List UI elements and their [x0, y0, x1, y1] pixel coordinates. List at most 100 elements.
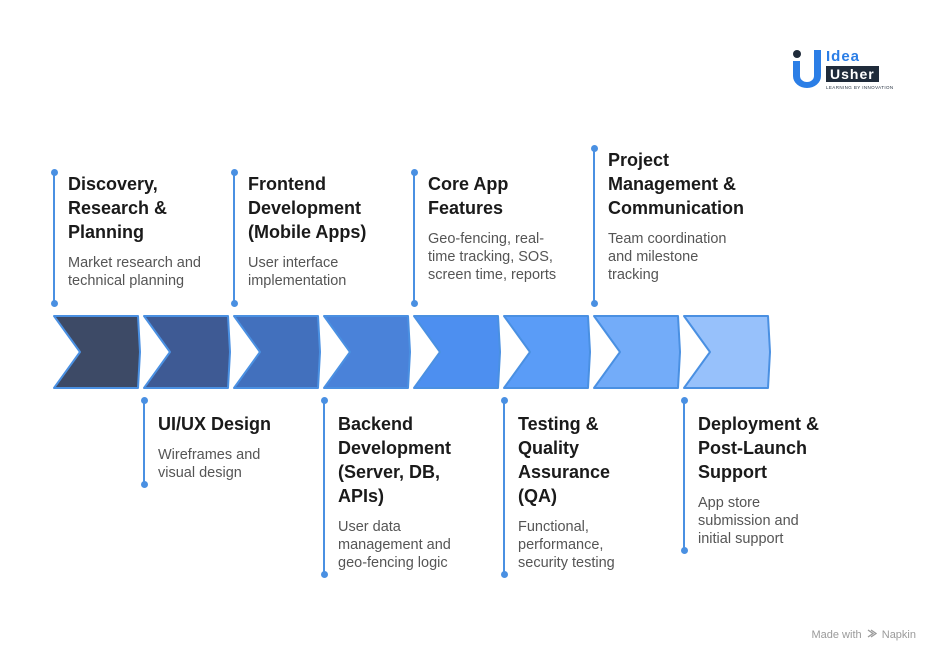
step-dot-top [320, 396, 328, 404]
step-description-line: Wireframes and [158, 447, 261, 463]
company-logo: Idea Usher LEARNING BY INNOVATION [790, 48, 900, 94]
step-title-line: (QA) [518, 486, 557, 506]
step-description: Team coordination and milestone tracking [608, 230, 727, 284]
made-with-text: Made with [811, 629, 862, 641]
chevron-step-8 [683, 315, 771, 389]
step-title-line: Post-Launch [698, 438, 808, 458]
step-dot-top [230, 168, 238, 176]
step-title-line: Development [338, 438, 452, 458]
step-description: App store submission and initial support [698, 494, 799, 548]
step-description-line: Team coordination [608, 231, 727, 247]
step-description-line: performance, [518, 537, 604, 553]
step-title-line: Frontend [248, 174, 326, 194]
step-dot-bottom [140, 480, 148, 488]
step-title-line: Project [608, 150, 670, 170]
step-title-line: Assurance [518, 462, 611, 482]
step-dot-bottom [320, 570, 328, 578]
step-title-line: Quality [518, 438, 580, 458]
step-title-line: Core App [428, 174, 509, 194]
step-title-line: Communication [608, 198, 745, 218]
step-connector-line [593, 148, 595, 303]
step-description-line: time tracking, SOS, [428, 249, 553, 265]
step-description-line: implementation [248, 273, 347, 289]
step-description-line: management and [338, 537, 451, 553]
chevron-step-4 [323, 315, 411, 389]
step-description-line: App store [698, 495, 761, 511]
footer-credit: Made with Napkin [811, 629, 916, 641]
step-description-line: initial support [698, 531, 784, 547]
chevron-step-5 [413, 315, 501, 389]
step-connector-line [323, 400, 325, 574]
step-title-line: Discovery, [68, 174, 158, 194]
step-description-line: Functional, [518, 519, 589, 535]
step-title-line: Research & [68, 198, 168, 218]
logo-word-idea: Idea [826, 48, 861, 65]
step-description-line: Geo-fencing, real- [428, 231, 545, 247]
step-dot-top [50, 168, 58, 176]
step-description-line: submission and [698, 513, 799, 529]
napkin-icon [867, 629, 877, 638]
step-title-line: Features [428, 198, 504, 218]
step-description: Geo-fencing, real-time tracking, SOS, scr… [428, 230, 556, 284]
step-description: Market research and technical planning [68, 254, 201, 290]
step-connector-line [683, 400, 685, 550]
step-dot-top [500, 396, 508, 404]
step-description-line: visual design [158, 465, 242, 481]
step-description: Wireframes and visual design [158, 446, 260, 482]
step-description: User data management and geo-fencing logic [338, 518, 451, 572]
step-dot-bottom [500, 570, 508, 578]
step-connector-line [503, 400, 505, 574]
step-description-line: Market research and [68, 255, 201, 271]
step-dot-top [590, 144, 598, 152]
step-dot-top [680, 396, 688, 404]
step-title: Discovery, Research & Planning [68, 172, 167, 244]
step-dot-bottom [680, 546, 688, 554]
logo-tagline: LEARNING BY INNOVATION [826, 85, 894, 90]
step-connector-line [233, 172, 235, 303]
chevron-step-2 [143, 315, 231, 389]
step-description-line: tracking [608, 267, 659, 283]
step-title-line: Planning [68, 222, 144, 242]
step-title-line: UI/UX Design [158, 414, 272, 434]
chevron-step-3 [233, 315, 321, 389]
napkin-brand: Napkin [881, 629, 916, 641]
step-dot-bottom [410, 299, 418, 307]
step-description-line: screen time, reports [428, 267, 557, 283]
chevron-step-7 [593, 315, 681, 389]
step-connector-line [143, 400, 145, 484]
step-title-line: Management & [608, 174, 737, 194]
step-description-line: geo-fencing logic [338, 555, 448, 571]
step-title-line: (Mobile Apps) [248, 222, 367, 242]
chevron-step-6 [503, 315, 591, 389]
step-description-line: and milestone [608, 249, 699, 265]
step-connector-line [413, 172, 415, 303]
step-title: UI/UX Design [158, 412, 271, 436]
step-title-line: (Server, DB, [338, 462, 441, 482]
step-dot-bottom [590, 299, 598, 307]
step-title-line: Support [698, 462, 767, 482]
logo-word-usher: Usher [826, 66, 879, 82]
step-dot-top [140, 396, 148, 404]
step-title-line: Backend [338, 414, 414, 434]
chevron-step-1 [53, 315, 141, 389]
step-title-line: Testing & [518, 414, 599, 434]
step-description: User interface implementation [248, 254, 346, 290]
step-title-line: Development [248, 198, 362, 218]
step-title-line: Deployment & [698, 414, 820, 434]
step-dot-top [410, 168, 418, 176]
step-connector-line [53, 172, 55, 303]
step-description-line: technical planning [68, 273, 185, 289]
step-description-line: security testing [518, 555, 615, 571]
step-title-line: APIs) [338, 486, 385, 506]
step-description: Functional, performance, security testing [518, 518, 615, 572]
step-description-line: User data [338, 519, 401, 535]
step-dot-bottom [50, 299, 58, 307]
step-description-line: User interface [248, 255, 339, 271]
